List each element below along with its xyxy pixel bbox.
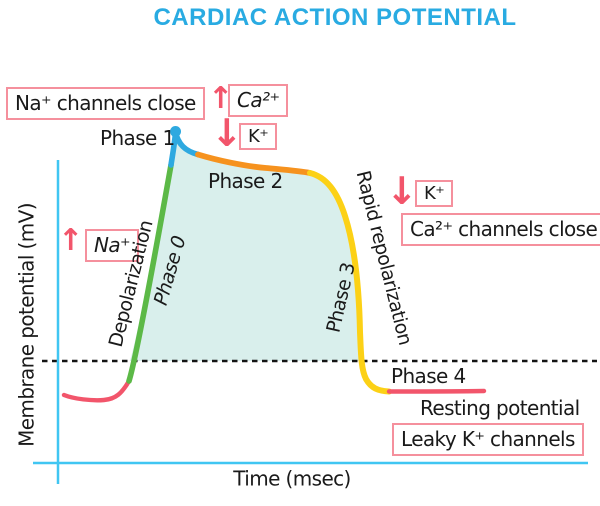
x-axis-title: Time (msec) — [233, 466, 351, 491]
y-axis-title: Membrane potential (mV) — [14, 203, 39, 447]
curve-phase-4-initial-resting — [61, 378, 132, 403]
na-increase-box: Na⁺ — [85, 229, 139, 262]
phase-1-label: Phase 1 — [100, 126, 175, 150]
page-title: CARDIAC ACTION POTENTIAL — [153, 4, 517, 31]
k-decrease-box-right: K⁺ — [415, 180, 454, 208]
k-decrease-box-top: K⁺ — [239, 123, 278, 151]
decrease-arrow-k-top: ↓ — [211, 111, 243, 155]
action-potential-fill-area — [130, 132, 361, 361]
curve-phase-2-plateau — [195, 151, 313, 176]
curve-phase-4-resting — [386, 388, 487, 394]
leaky-k-channels-box: Leaky K⁺ channels — [392, 423, 584, 456]
curve-phase-0-depolarization — [126, 162, 174, 384]
increase-arrow-na: ↑ — [58, 223, 84, 258]
phase-4-label: Phase 4 — [391, 364, 466, 388]
phase-2-label: Phase 2 — [208, 169, 283, 193]
na-channels-close-box: Na⁺ channels close — [6, 87, 205, 120]
decrease-arrow-k-right: ↓ — [386, 169, 418, 213]
ca-increase-box: Ca²⁺ — [228, 84, 289, 117]
curve-phase-3-rapid-repolarization — [307, 170, 392, 395]
resting-potential-label: Resting potential — [420, 396, 580, 420]
ca-channels-close-box: Ca²⁺ channels close — [401, 213, 600, 246]
phase-1-peak-dot — [170, 126, 181, 137]
